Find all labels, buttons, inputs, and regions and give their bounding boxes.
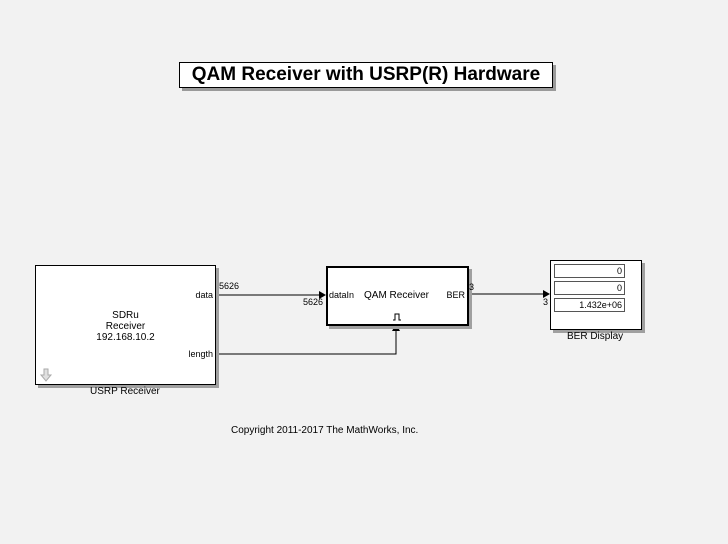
port-label-ber: BER: [446, 290, 465, 300]
length-arrow: [392, 324, 400, 331]
trigger-port-icon: [393, 313, 401, 321]
data-arrow: [319, 291, 326, 299]
copyright-annotation[interactable]: Copyright 2011-2017 The MathWorks, Inc.: [231, 425, 419, 436]
port-label-datain: dataIn: [329, 290, 355, 300]
usrp-receiver-block[interactable]: SDRu Receiver 192.168.10.2 data length: [35, 265, 216, 385]
usrp-block-name[interactable]: USRP Receiver: [90, 386, 160, 397]
port-label-length: length: [188, 349, 213, 359]
ber-display-name[interactable]: BER Display: [567, 331, 624, 342]
model-title[interactable]: QAM Receiver with USRP(R) Hardware: [179, 62, 553, 88]
ber-arrow: [543, 290, 550, 298]
qam-block-text: QAM Receiver: [364, 290, 430, 301]
signal-dim-ber-out: 3: [469, 282, 475, 292]
down-arrow-icon: [39, 368, 53, 382]
ber-display-block[interactable]: 0 0 1.432e+06: [550, 260, 642, 330]
ber-display-value-2: 0: [554, 281, 625, 295]
signal-dim-ber-in: 3: [543, 297, 549, 307]
port-label-data: data: [195, 290, 213, 300]
usrp-block-text: SDRu Receiver 192.168.10.2: [36, 310, 215, 343]
qam-receiver-block[interactable]: dataIn QAM Receiver BER: [326, 266, 469, 326]
usrp-text-line1: SDRu: [112, 310, 139, 321]
usrp-text-line2: Receiver: [105, 321, 146, 332]
signal-dim-data-in: 5626: [303, 297, 324, 307]
ber-display-value-3: 1.432e+06: [554, 298, 625, 312]
ber-display-value-1: 0: [554, 264, 625, 278]
signal-dim-data-out: 5626: [219, 281, 240, 291]
usrp-ip-address: 192.168.10.2: [96, 332, 155, 343]
length-signal-line[interactable]: [216, 331, 397, 355]
